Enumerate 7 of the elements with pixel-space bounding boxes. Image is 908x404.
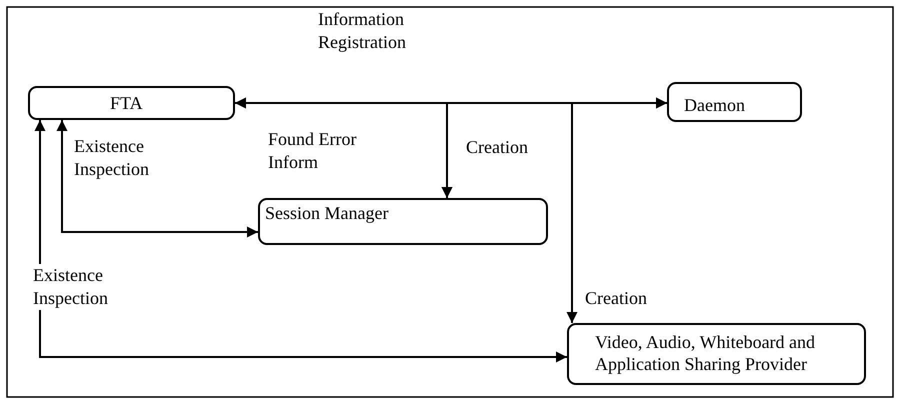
process-box: Video, Audio, Whiteboard and Application Sharing Provider — [567, 323, 866, 385]
process-box: FTA — [28, 86, 235, 120]
arrow — [34, 120, 567, 362]
process-box: Session Manager — [258, 198, 548, 245]
arrow — [566, 98, 667, 323]
arrow — [56, 120, 258, 238]
process-box: Daemon — [667, 82, 802, 122]
